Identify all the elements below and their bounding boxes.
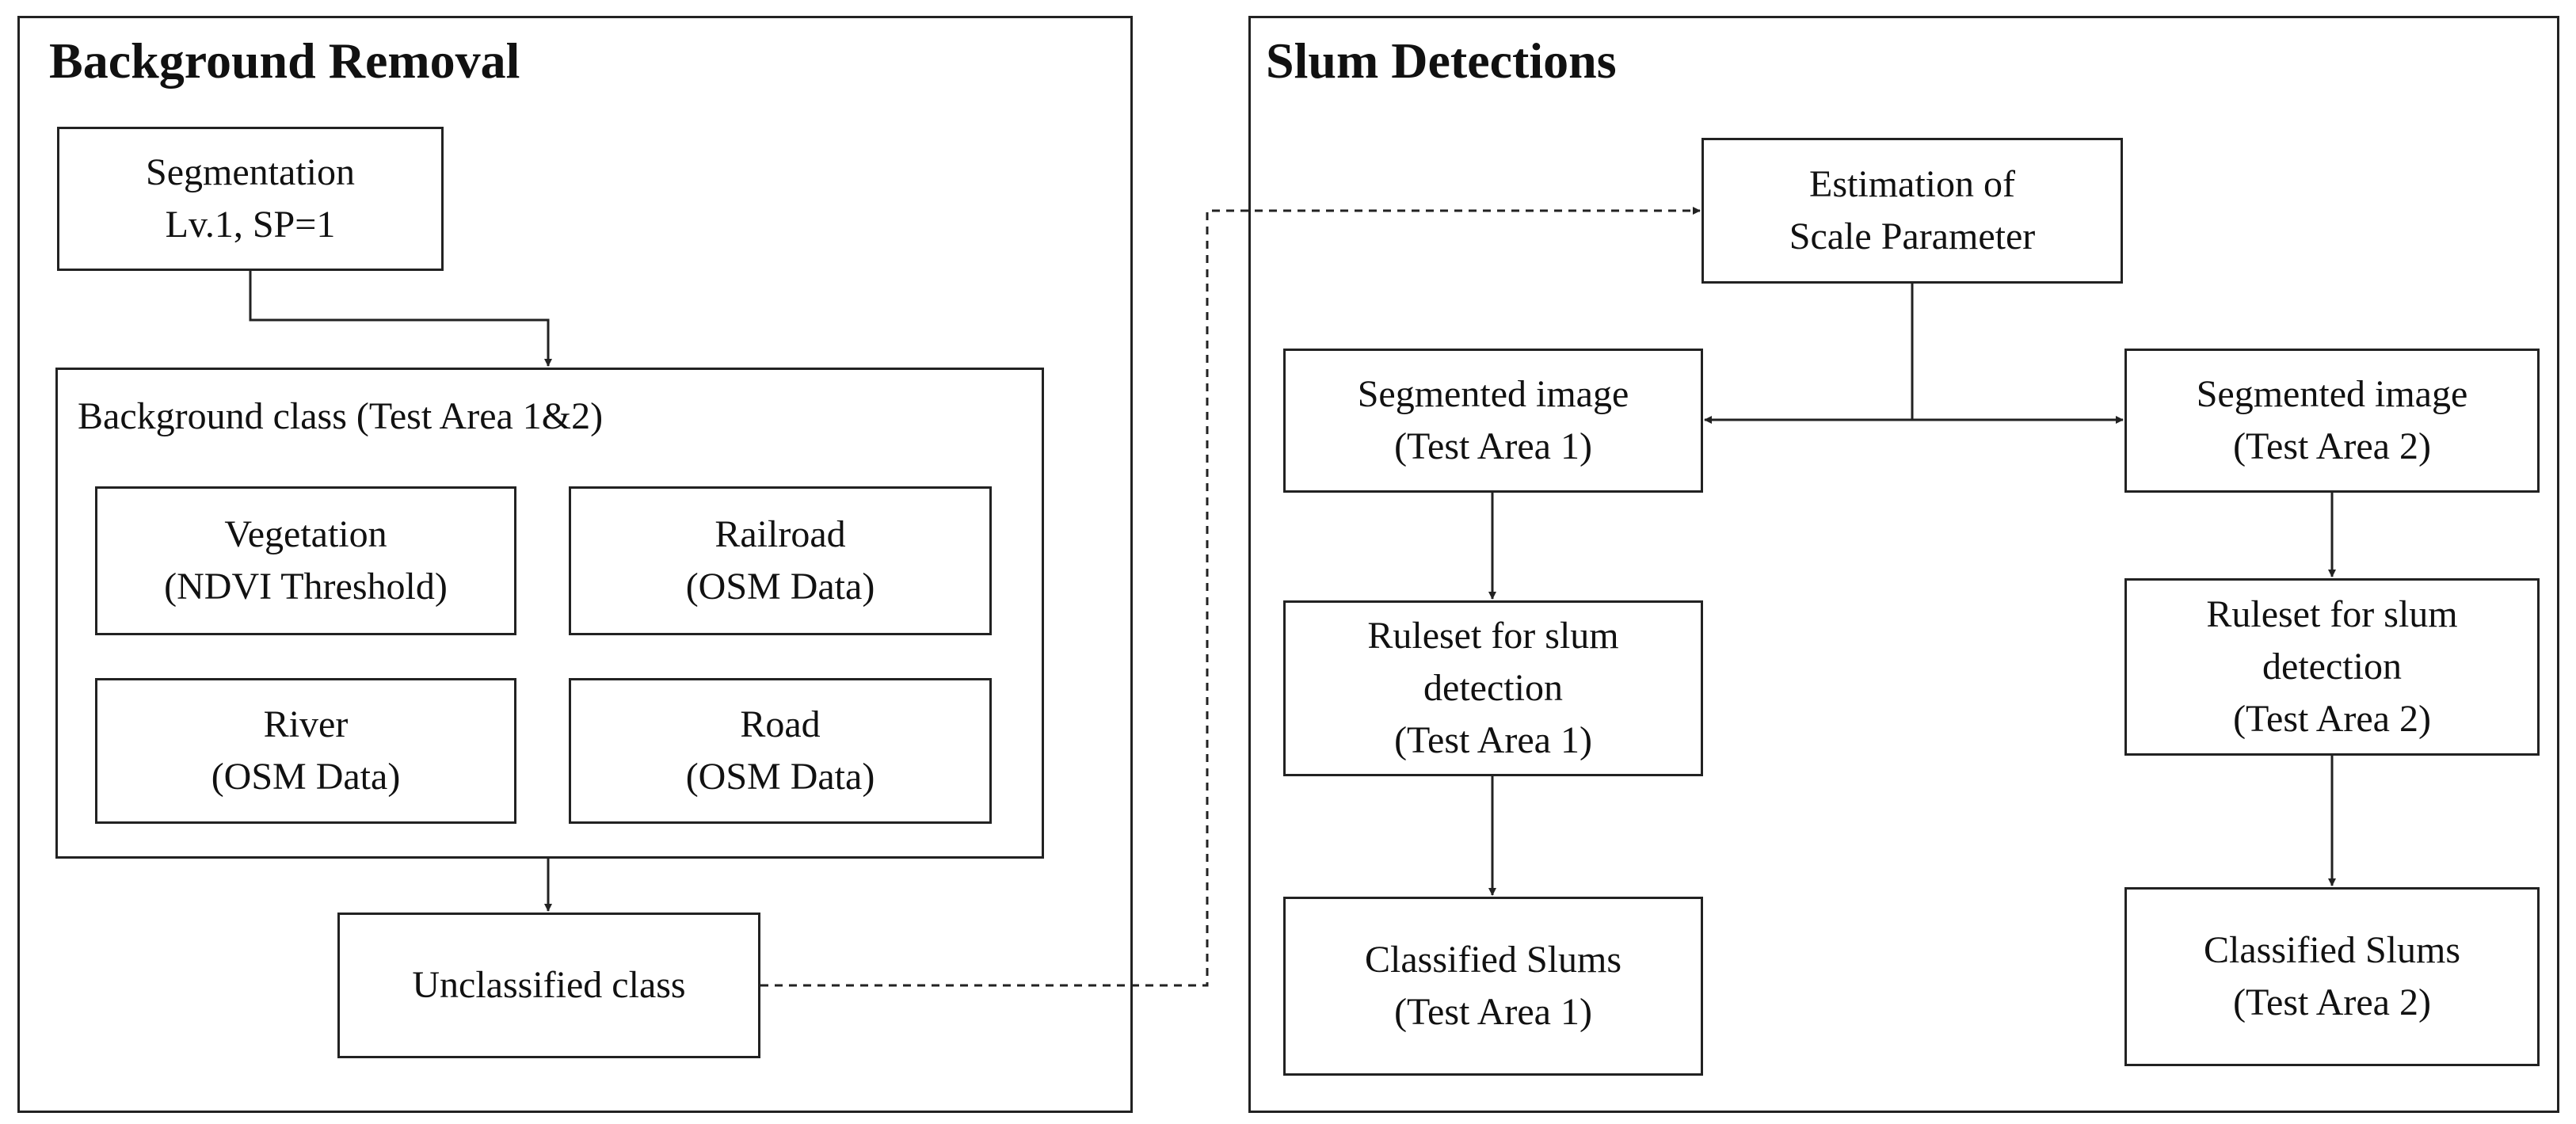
ruleset-2-line-3: (Test Area 2) [2233,698,2431,740]
segmented-image-1-box: Segmented image (Test Area 1) [1283,349,1703,493]
ruleset-1-box: Ruleset for slum detection (Test Area 1) [1283,600,1703,776]
vegetation-box: Vegetation (NDVI Threshold) [95,486,516,635]
estimation-line-2: Scale Parameter [1789,215,2036,257]
road-line-2: (OSM Data) [685,756,875,798]
road-box: Road (OSM Data) [569,678,992,824]
classified-slums-2-box: Classified Slums (Test Area 2) [2124,887,2540,1066]
ruleset-2-line-2: detection [2262,646,2402,688]
classified-slums-1-line-2: (Test Area 1) [1394,991,1592,1033]
segmented-image-1-line-1: Segmented image [1357,373,1629,415]
segmented-image-1-line-2: (Test Area 1) [1394,425,1592,467]
vegetation-line-2: (NDVI Threshold) [164,566,448,608]
unclassified-label: Unclassified class [412,964,686,1006]
unclassified-class-box: Unclassified class [337,913,760,1058]
segmentation-line-2: Lv.1, SP=1 [165,204,336,246]
classified-slums-2-line-1: Classified Slums [2203,929,2461,971]
ruleset-2-line-1: Ruleset for slum [2206,593,2458,635]
segmentation-line-1: Segmentation [146,151,355,193]
classified-slums-2-line-2: (Test Area 2) [2233,981,2431,1023]
ruleset-2-box: Ruleset for slum detection (Test Area 2) [2124,578,2540,756]
vegetation-line-1: Vegetation [224,513,387,555]
background-removal-title: Background Removal [49,32,520,89]
background-class-label: Background class (Test Area 1&2) [78,395,604,437]
railroad-line-1: Railroad [714,513,846,555]
estimation-box: Estimation of Scale Parameter [1701,138,2123,284]
ruleset-1-line-2: detection [1423,667,1563,709]
ruleset-1-line-1: Ruleset for slum [1367,615,1619,657]
river-line-1: River [263,703,349,745]
segmented-image-2-line-2: (Test Area 2) [2233,425,2431,467]
classified-slums-1-box: Classified Slums (Test Area 1) [1283,897,1703,1076]
slum-detections-title: Slum Detections [1266,32,1617,89]
river-line-2: (OSM Data) [211,756,401,798]
railroad-box: Railroad (OSM Data) [569,486,992,635]
road-line-1: Road [740,703,821,745]
segmented-image-2-box: Segmented image (Test Area 2) [2124,349,2540,493]
segmentation-box: Segmentation Lv.1, SP=1 [57,127,444,271]
estimation-line-1: Estimation of [1809,163,2015,205]
river-box: River (OSM Data) [95,678,516,824]
segmented-image-2-line-1: Segmented image [2196,373,2468,415]
railroad-line-2: (OSM Data) [685,566,875,608]
classified-slums-1-line-1: Classified Slums [1364,939,1622,981]
ruleset-1-line-3: (Test Area 1) [1394,719,1592,761]
